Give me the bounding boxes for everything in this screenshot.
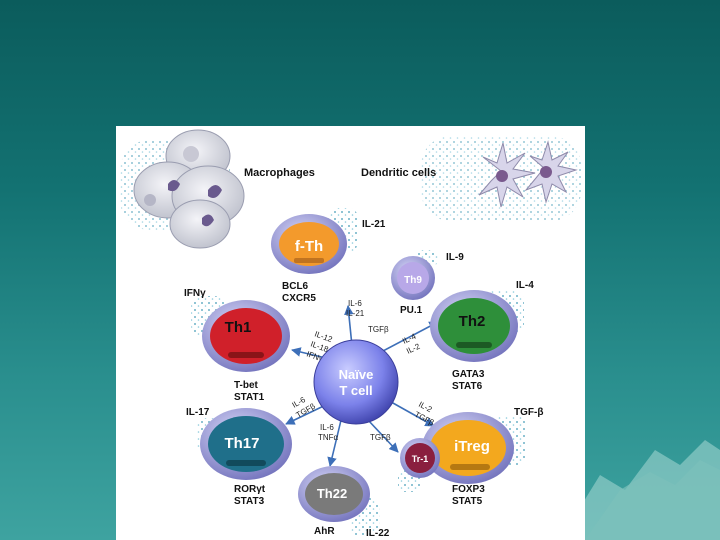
th17-cell: Th17	[200, 408, 292, 480]
macrophage-nucleus	[144, 194, 156, 206]
th17-label: Th17	[224, 435, 259, 452]
itreg-label: iTreg	[454, 438, 490, 455]
t-cell-diagram: Macrophages Dendritic cells	[120, 129, 581, 539]
itreg-band	[450, 464, 490, 470]
dendritic-cells-label: Dendritic cells	[361, 167, 436, 179]
ahr-label: AhR	[314, 526, 335, 537]
foxp3-label: FOXP3	[452, 484, 485, 495]
itreg-cell: iTreg	[422, 412, 514, 484]
stat3-label: STAT3	[234, 496, 265, 507]
stat5-label: STAT5	[452, 496, 483, 507]
th22-label: Th22	[317, 486, 347, 501]
tr1-cell: Tr-1	[400, 438, 440, 478]
arrow-to-tr1	[367, 419, 399, 453]
th9-inducer-tgfb: TGFβ	[368, 325, 389, 334]
th22-cell: Th22	[298, 466, 370, 522]
th1-body	[210, 308, 282, 364]
fth-body	[279, 222, 339, 266]
rorgt-label: RORγt	[234, 484, 266, 495]
macrophage-cell	[169, 199, 231, 249]
th2-band	[456, 342, 492, 348]
th9-cell: Th9	[391, 256, 435, 300]
th1-label: Th1	[225, 319, 252, 336]
il9-label: IL-9	[446, 252, 464, 263]
stat1-label: STAT1	[234, 392, 265, 403]
fth-label: f-Th	[295, 238, 323, 255]
bcl6-label: BCL6	[282, 281, 309, 292]
th2-cell: Th2	[430, 290, 518, 362]
arrow-to-th2	[380, 321, 439, 353]
il4-label: IL-4	[516, 280, 534, 291]
macrophages-group	[120, 129, 245, 249]
macrophage-nucleus	[202, 214, 214, 227]
pu1-label: PU.1	[400, 305, 423, 316]
arrow-to-th22	[327, 415, 343, 467]
ifng-label: IFNγ	[184, 288, 206, 299]
dendritic-nucleus	[540, 166, 552, 178]
tbet-label: T-bet	[234, 380, 259, 391]
macrophages-label: Macrophages	[244, 167, 315, 179]
il21-label: IL-21	[362, 219, 386, 230]
naive-t-cell: Naïve T cell	[313, 339, 399, 425]
diagram-panel: Macrophages Dendritic cells	[116, 126, 585, 540]
th22-body	[305, 473, 363, 515]
dendritic-nucleus	[496, 170, 508, 182]
naive-label-line2: T cell	[339, 383, 372, 398]
itreg-inducer-tgfb: TGFβ	[413, 410, 436, 428]
th1-cell: Th1	[202, 300, 290, 372]
tr1-label: Tr-1	[412, 454, 429, 464]
background-mountains	[560, 440, 720, 540]
fth-inducer-il6: IL-6	[348, 299, 362, 308]
naive-label-line1: Naïve	[339, 367, 374, 382]
cxcr5-label: CXCR5	[282, 293, 316, 304]
itreg-body	[430, 420, 506, 476]
naive-body	[313, 339, 399, 425]
tr1-body	[405, 443, 435, 473]
th1-band	[228, 352, 264, 358]
th17-body	[208, 416, 284, 472]
th2-body	[438, 298, 510, 354]
stat6-label: STAT6	[452, 381, 483, 392]
th17-band	[226, 460, 266, 466]
tgfb-label: TGF-β	[514, 407, 543, 418]
th9-label: Th9	[404, 275, 422, 286]
fth-cell: f-Th	[271, 214, 347, 274]
il17-label: IL-17	[186, 407, 210, 418]
arrow-to-th1	[291, 347, 327, 359]
dendritic-cells-group	[421, 136, 581, 221]
gata3-label: GATA3	[452, 369, 485, 380]
th9-body	[397, 262, 429, 294]
macrophage-nucleus	[168, 180, 180, 192]
fth-band	[294, 258, 324, 263]
fth-inducer-il21: IL-21	[346, 309, 365, 318]
tr1-inducer-tgfb: TGFβ	[370, 433, 391, 442]
macrophage-nucleus	[208, 185, 222, 198]
th22-inducer-tnfa: TNFα	[318, 433, 339, 442]
il22-label: IL-22	[366, 528, 390, 539]
th2-label: Th2	[459, 313, 486, 330]
th22-inducer-il6: IL-6	[320, 423, 334, 432]
arrow-to-th9	[344, 305, 354, 347]
macrophage-nucleus	[183, 146, 199, 162]
